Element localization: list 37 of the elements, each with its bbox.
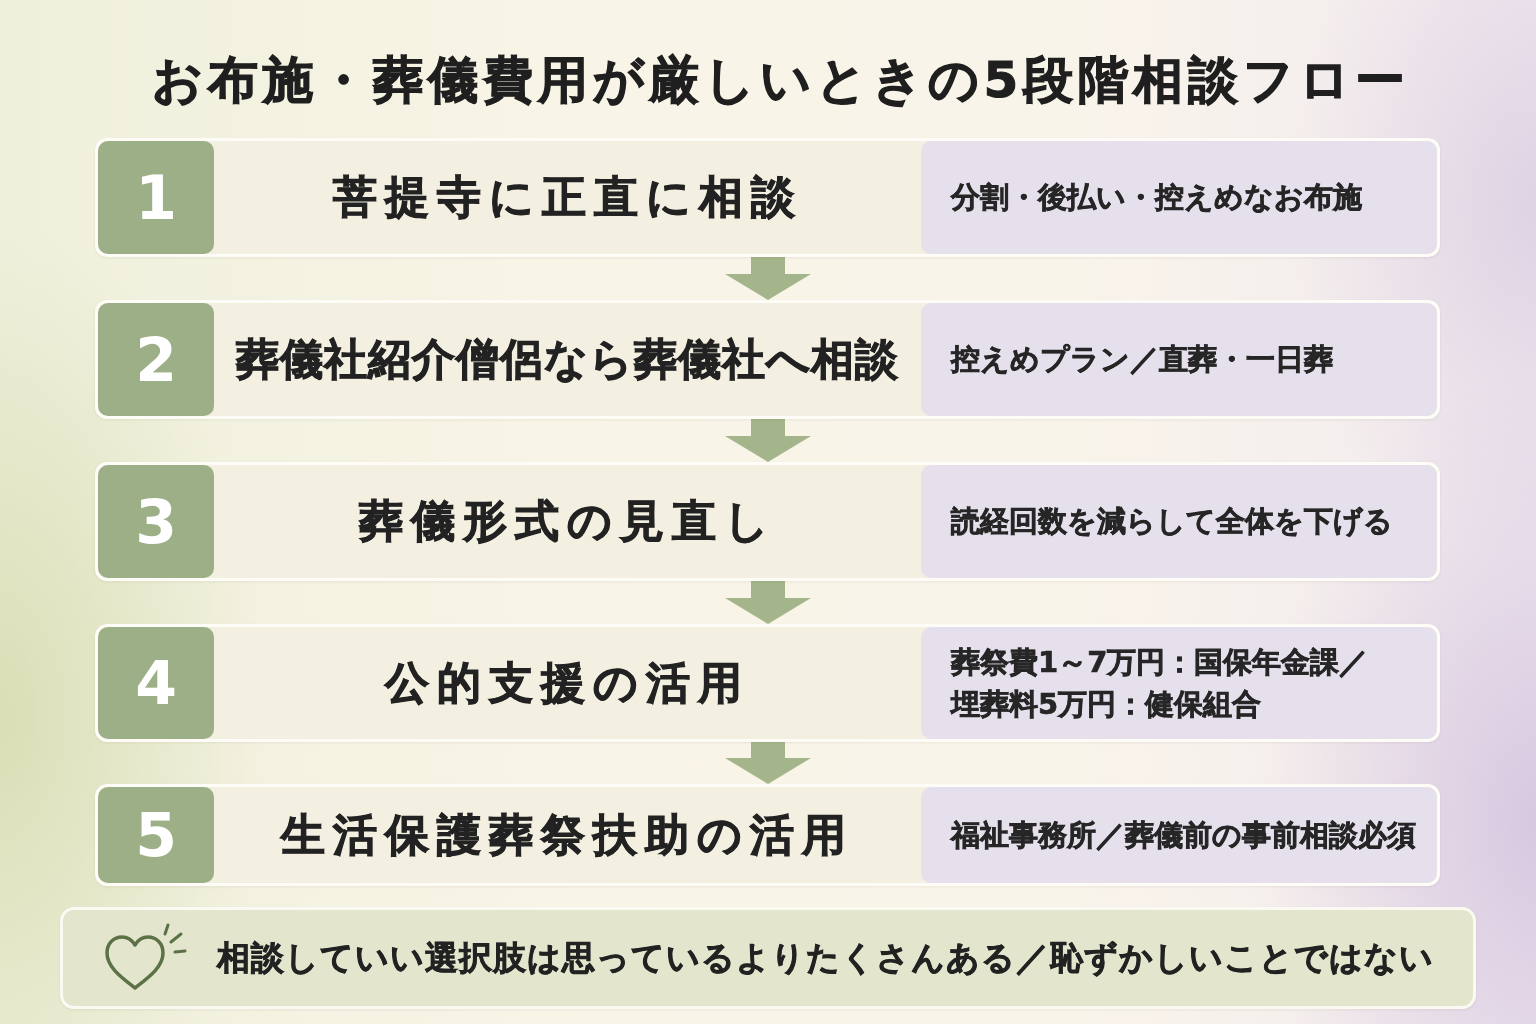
- step-number: 3: [135, 491, 177, 552]
- step-card: [95, 300, 1440, 419]
- detail-text: 葬祭費1～7万円：国保年金課／埋葬料5万円：健保組合: [951, 643, 1370, 723]
- detail-panel: [921, 787, 1437, 883]
- step-number: 1: [135, 167, 177, 228]
- step-title: 菩提寺に正直に相談: [332, 171, 803, 224]
- step-title: 生活保護葬祭扶助の活用: [281, 808, 854, 862]
- step-number: 4: [135, 653, 177, 713]
- number-badge: [98, 627, 214, 739]
- step-title: 公的支援の活用: [385, 656, 750, 710]
- step-card: [95, 624, 1440, 742]
- detail-panel: [921, 465, 1437, 578]
- flow-arrow: [725, 419, 811, 462]
- step-number: 5: [135, 805, 177, 865]
- detail-text: 福祉事務所／葬儀前の事前相談必須: [951, 816, 1416, 854]
- banner-message: 相談していい選択肢は思っているよりたくさんある／恥ずかしいことではない: [217, 936, 1434, 979]
- step-card: [95, 462, 1440, 581]
- diagram-title: お布施・葬儀費用が厳しいときの5段階相談フロー: [150, 50, 1412, 110]
- flow-arrow: [725, 581, 811, 624]
- number-badge: [98, 465, 214, 578]
- step-title: 葬儀社紹介僧侶なら葬儀社へ相談: [236, 333, 899, 386]
- number-badge: [98, 141, 214, 254]
- step-card: [95, 784, 1440, 886]
- step-card: [95, 138, 1440, 257]
- detail-panel: [921, 303, 1437, 416]
- message-banner: [60, 907, 1476, 1009]
- number-badge: [98, 303, 214, 416]
- detail-text: 読経回数を減らして全体を下げる: [951, 503, 1393, 541]
- detail-text: 分割・後払い・控えめなお布施: [951, 179, 1362, 217]
- step-title: 葬儀形式の見直し: [358, 495, 777, 548]
- detail-text: 控えめプラン／直葬・一日葬: [951, 341, 1333, 379]
- detail-panel: [921, 141, 1437, 254]
- flow-arrow: [725, 257, 811, 300]
- number-badge: [98, 787, 214, 883]
- flow-arrow: [725, 742, 811, 784]
- step-number: 2: [135, 329, 177, 390]
- detail-panel: [921, 627, 1437, 739]
